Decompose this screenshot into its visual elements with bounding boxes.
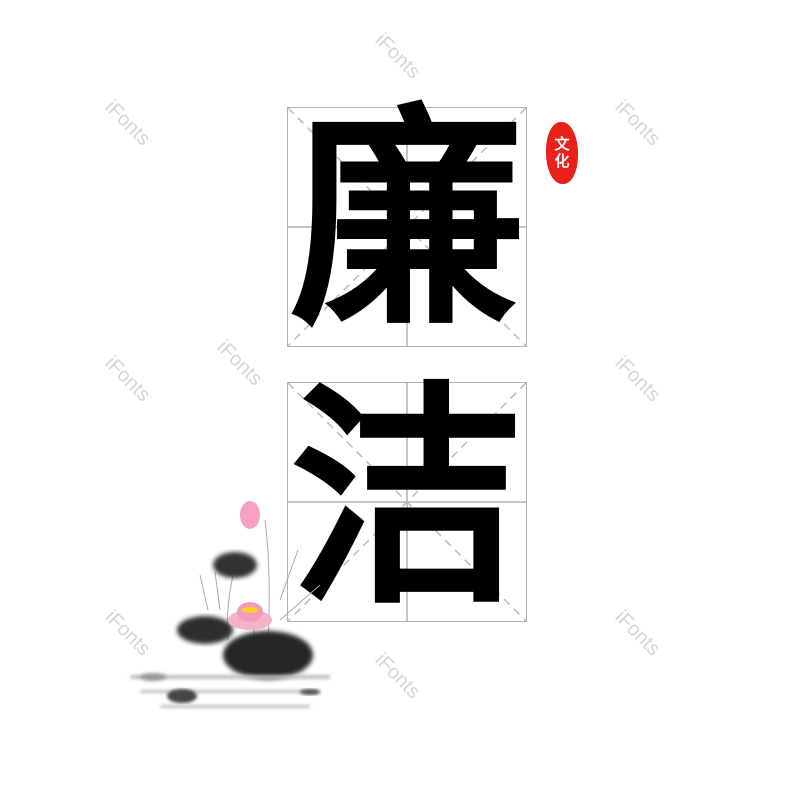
watermark: iFonts [212, 336, 267, 391]
lotus-painting-icon [130, 501, 330, 708]
watermark: iFonts [100, 352, 155, 407]
watermark: iFonts [610, 352, 665, 407]
seal-char: 文 [554, 134, 570, 153]
watermark: iFonts [610, 606, 665, 661]
character-jie: 洁 [289, 359, 525, 636]
watermark: iFonts [610, 96, 665, 151]
watermark: iFonts [370, 29, 425, 84]
character-lian: 廉 [289, 81, 525, 358]
red-seal: 文 化 [546, 122, 578, 184]
watermark: iFonts [100, 96, 155, 151]
watermark: iFonts [370, 649, 425, 704]
character-grid-bottom [287, 382, 527, 622]
seal-char: 化 [554, 152, 570, 170]
character-grid-top [287, 107, 527, 347]
